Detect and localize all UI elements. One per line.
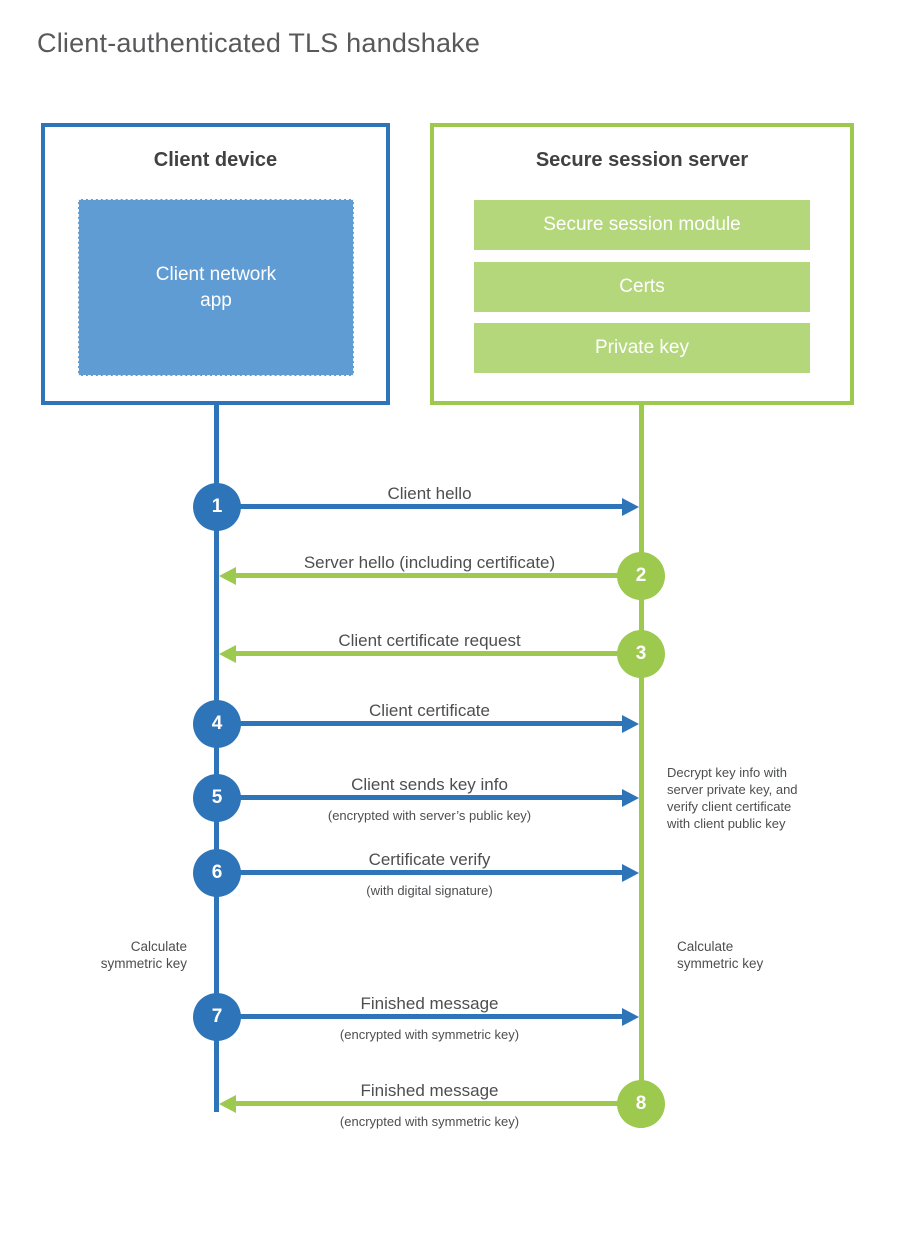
- step-circle-4: 4: [193, 700, 241, 748]
- arrow-head-right-icon: [622, 1008, 639, 1026]
- server-module-private-key: Private key: [474, 323, 810, 373]
- step-circle-8: 8: [617, 1080, 665, 1128]
- arrow-shaft: [240, 504, 622, 509]
- client-lifeline: [214, 405, 219, 1112]
- arrow-head-left-icon: [219, 567, 236, 585]
- message-sublabel: (encrypted with symmetric key): [339, 1114, 520, 1129]
- note-line: symmetric key: [100, 956, 187, 971]
- arrow-head-left-icon: [219, 645, 236, 663]
- arrow-head-right-icon: [622, 715, 639, 733]
- arrow-shaft: [240, 795, 622, 800]
- server-module-secure-session: Secure session module: [474, 200, 810, 250]
- step-circle-2: 2: [617, 552, 665, 600]
- step-circle-3: 3: [617, 630, 665, 678]
- secure-session-server-title: Secure session server: [535, 149, 749, 171]
- arrow-shaft: [236, 1101, 618, 1106]
- client-device-box: Client device Client network app: [41, 123, 390, 405]
- note-line: server private key, and: [667, 782, 798, 797]
- message-label: Finished message: [360, 994, 499, 1013]
- client-device-title: Client device: [153, 149, 278, 171]
- message-label: Client certificate request: [338, 631, 521, 650]
- note-line: Calculate: [130, 939, 187, 954]
- client-network-app-label: Client network app: [155, 263, 277, 311]
- arrow-shaft: [236, 651, 618, 656]
- step-circle-1: 1: [193, 483, 241, 531]
- message-sublabel: (encrypted with symmetric key): [339, 1027, 520, 1042]
- message-label: Certificate verify: [368, 850, 491, 869]
- arrow-shaft: [240, 721, 622, 726]
- secure-session-server-box: Secure session server Secure session mod…: [430, 123, 854, 405]
- note-line: Calculate: [677, 939, 734, 954]
- arrow-shaft: [240, 870, 622, 875]
- arrow-shaft: [240, 1014, 622, 1019]
- server-decrypt-note: Decrypt key info with server private key…: [667, 764, 837, 832]
- message-label: Client sends key info: [351, 775, 508, 794]
- message-label: Client certificate: [369, 701, 490, 720]
- page-title: Client-authenticated TLS handshake: [37, 28, 481, 58]
- server-calculate-note: Calculate symmetric key: [677, 938, 817, 972]
- step-circle-5: 5: [193, 774, 241, 822]
- note-line: Decrypt key info with: [667, 765, 787, 780]
- note-line: with client public key: [667, 816, 786, 831]
- note-line: verify client certificate: [667, 799, 792, 814]
- message-label: Finished message: [360, 1081, 499, 1100]
- message-label: Client hello: [387, 484, 472, 503]
- server-lifeline: [639, 405, 644, 1128]
- arrow-head-right-icon: [622, 789, 639, 807]
- server-module-certs: Certs: [474, 262, 810, 312]
- client-network-app-box: Client network app: [78, 199, 354, 376]
- arrow-head-right-icon: [622, 498, 639, 516]
- note-line: symmetric key: [677, 956, 764, 971]
- message-label: Server hello (including certificate): [303, 553, 556, 572]
- arrow-shaft: [236, 573, 618, 578]
- client-calculate-note: Calculate symmetric key: [40, 938, 187, 972]
- message-sublabel: (with digital signature): [366, 883, 493, 898]
- step-circle-6: 6: [193, 849, 241, 897]
- step-circle-7: 7: [193, 993, 241, 1041]
- message-sublabel: (encrypted with server’s public key): [327, 808, 532, 823]
- arrow-head-left-icon: [219, 1095, 236, 1113]
- arrow-head-right-icon: [622, 864, 639, 882]
